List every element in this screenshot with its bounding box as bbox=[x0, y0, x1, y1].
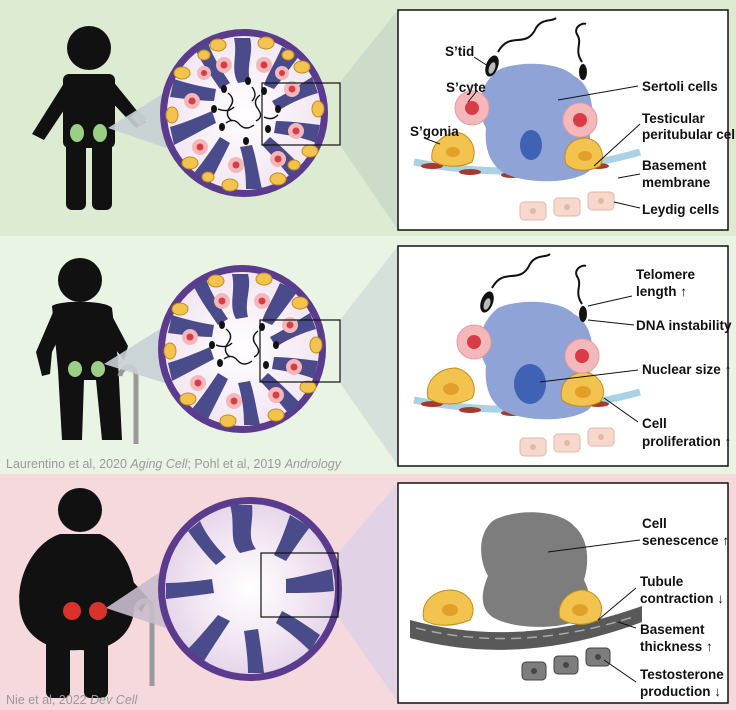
citation-aged: Laurentino et al, 2020 Aging Cell; Pohl … bbox=[6, 457, 342, 471]
detail-box-aged bbox=[397, 245, 729, 467]
label-basement-line1: Basement bbox=[642, 158, 707, 173]
label-senescence-line2: senescence ↑ bbox=[642, 533, 729, 548]
label-sertoli-cells: Sertoli cells bbox=[642, 79, 718, 94]
aged-man-icon bbox=[36, 258, 128, 440]
zoom-box-obese bbox=[260, 552, 339, 618]
label-scyte: S’cyte bbox=[446, 80, 486, 95]
testis-right-aged-icon bbox=[91, 361, 105, 377]
young-man-icon bbox=[32, 26, 146, 210]
testis-right-icon bbox=[93, 124, 107, 142]
label-tubule-line1: Tubule bbox=[640, 574, 684, 589]
callouts-young bbox=[423, 56, 641, 209]
zoom-funnel-young bbox=[340, 10, 398, 230]
detail-obese-cells bbox=[410, 512, 642, 681]
zoom-cone-aged bbox=[104, 324, 168, 384]
label-dna-instability: DNA instability ↑ bbox=[636, 318, 736, 333]
label-nuclear-size: Nuclear size ↑ bbox=[642, 362, 731, 377]
obese-man-icon bbox=[19, 488, 148, 698]
zoom-box-aged bbox=[259, 319, 341, 383]
label-leydig-cells: Leydig cells bbox=[642, 202, 719, 217]
label-stid: S’tid bbox=[445, 44, 474, 59]
detail-young-cells bbox=[413, 17, 641, 221]
tubule-cross-section-aged bbox=[158, 265, 326, 433]
label-proliferation-line1: Cell bbox=[642, 416, 667, 431]
label-bthick-line1: Basement bbox=[640, 622, 705, 637]
testis-left-icon bbox=[70, 124, 84, 142]
label-peritubular-line2: peritubular cells bbox=[642, 127, 736, 142]
label-testosterone-line1: Testosterone bbox=[640, 667, 724, 682]
label-telomere-line2: length ↑ bbox=[636, 284, 687, 299]
testis-left-obese-icon bbox=[63, 602, 81, 620]
label-senescence-line1: Cell bbox=[642, 516, 667, 531]
tubule-cross-section-obese bbox=[158, 497, 342, 681]
label-proliferation-line2: proliferation ↑ bbox=[642, 434, 731, 449]
label-testosterone-line2: production ↓ bbox=[640, 684, 721, 699]
label-sgonia: S’gonia bbox=[410, 124, 459, 139]
testis-right-obese-icon bbox=[89, 602, 107, 620]
callouts-aged bbox=[539, 295, 639, 423]
label-bthick-line2: thickness ↑ bbox=[640, 639, 713, 654]
zoom-cone-obese bbox=[106, 568, 166, 628]
detail-aged-cells bbox=[413, 253, 641, 457]
label-peritubular-line1: Testicular bbox=[642, 111, 706, 126]
label-tubule-line2: contraction ↓ bbox=[640, 591, 724, 606]
testis-left-aged-icon bbox=[68, 361, 82, 377]
zoom-cone-young bbox=[108, 88, 172, 150]
citation-obese: Nie et al, 2022 Dev Cell bbox=[6, 693, 139, 707]
label-telomere-line1: Telomere bbox=[636, 267, 696, 282]
label-basement-line2: membrane bbox=[642, 175, 711, 190]
zoom-box-young bbox=[261, 82, 341, 146]
tubule-cross-section-young bbox=[160, 29, 328, 197]
callouts-obese bbox=[547, 539, 641, 683]
zoom-funnel-obese bbox=[338, 483, 398, 702]
zoom-funnel-aged bbox=[340, 246, 398, 466]
